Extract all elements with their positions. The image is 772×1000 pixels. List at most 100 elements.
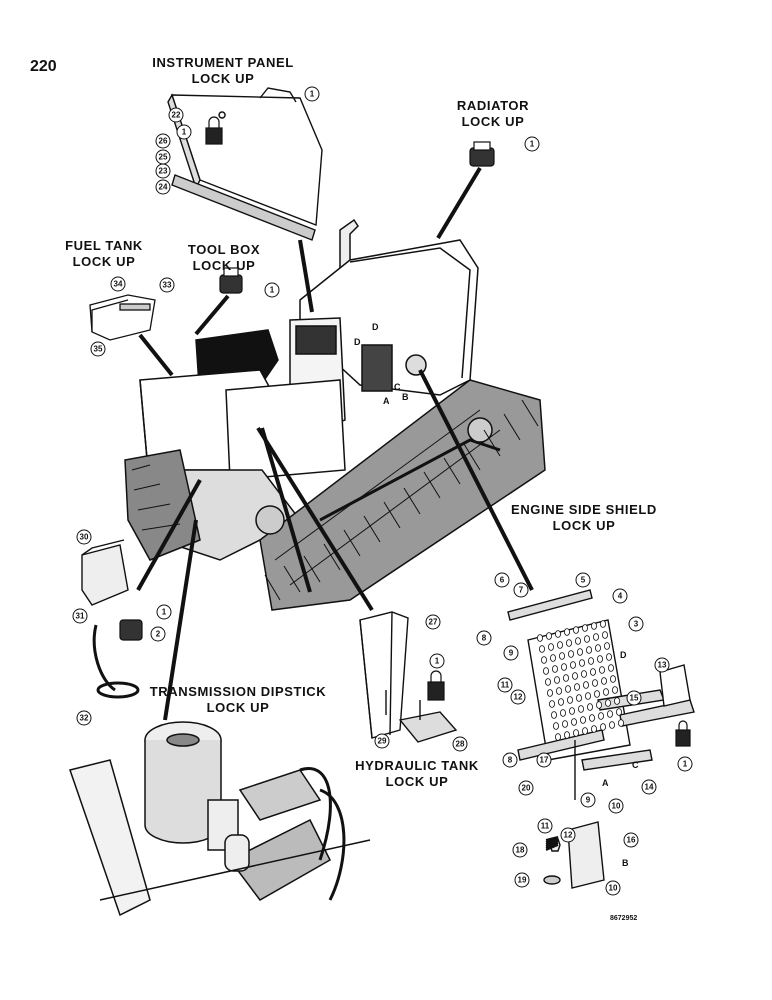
callout-circle [605, 880, 621, 896]
perforation-hole [574, 683, 581, 691]
callout-number: 10 [609, 884, 618, 893]
perforation-hole [600, 723, 607, 731]
perforation-hole [559, 652, 566, 660]
perforation-hole [555, 733, 562, 741]
callout-number: 4 [618, 592, 623, 601]
callout-circle [494, 572, 510, 588]
callout-number: 34 [114, 280, 123, 289]
perforation-hole [575, 637, 582, 645]
perforation-hole [595, 644, 602, 652]
leader-lines [136, 239, 534, 721]
perforation-hole [587, 703, 594, 711]
callout-number: 7 [519, 586, 524, 595]
callout-number: 5 [581, 576, 586, 585]
callout-number: 2 [156, 630, 161, 639]
callout-number: 9 [509, 649, 514, 658]
page-number: 220 [30, 58, 57, 75]
callout-number: 1 [162, 608, 167, 617]
callout-number: 1 [310, 90, 315, 99]
perforation-hole [583, 681, 590, 689]
hydraulic-padlock [427, 670, 445, 701]
callout-circle [155, 179, 171, 195]
callout-6: 6 [494, 572, 510, 588]
callout-circle [176, 124, 192, 140]
callout-number: 1 [683, 760, 688, 769]
padlock-icon [205, 116, 223, 145]
perforation-hole [555, 630, 562, 638]
callout-number: 14 [645, 783, 654, 792]
callout-circle [156, 604, 172, 620]
callout-number: 15 [630, 694, 639, 703]
radiator-label: RADIATOR LOCK UP [448, 98, 538, 130]
callout-number: 28 [456, 740, 465, 749]
callout-number: 12 [514, 693, 523, 702]
tool-box-label: TOOL BOX LOCK UP [182, 242, 266, 274]
callout-28: 28 [452, 736, 468, 752]
instrument-panel-label-line1: INSTRUMENT PANEL [152, 55, 294, 70]
perforation-hole [582, 624, 589, 632]
perforation-hole [585, 692, 592, 700]
perforation-hole [541, 656, 548, 664]
callout-24: 24 [155, 179, 171, 195]
transmission-dipstick-label-line2: LOCK UP [206, 700, 270, 715]
callout-number: 22 [172, 111, 181, 120]
perforation-hole [605, 699, 612, 707]
perforation-hole [601, 677, 608, 685]
perforation-hole [598, 712, 605, 720]
callout-30: 30 [76, 529, 92, 545]
tool-box-label-line2: LOCK UP [192, 258, 256, 273]
callout-number: 18 [516, 846, 525, 855]
callout-circle [90, 341, 106, 357]
hydraulic-tank-bracket [359, 611, 458, 743]
letter-b: B [402, 392, 409, 402]
perforation-hole [561, 663, 568, 671]
fuel-tank-label: FUEL TANK LOCK UP [58, 238, 150, 270]
perforation-hole [573, 626, 580, 634]
letter-d-hood: D [372, 322, 379, 332]
callout-circle [580, 792, 596, 808]
callout-circle [168, 107, 184, 123]
callout-10: 10 [608, 798, 624, 814]
perforation-hole [557, 641, 564, 649]
perforation-hole [600, 620, 607, 628]
callout-number: 12 [564, 831, 573, 840]
callout-circle [502, 752, 518, 768]
perforation-hole [602, 631, 609, 639]
letter-d-shield: D [620, 650, 627, 660]
perforation-hole [563, 674, 570, 682]
callout-1: 1 [176, 124, 192, 140]
perforation-hole [618, 719, 625, 727]
callout-circle [425, 614, 441, 630]
callout-circle [452, 736, 468, 752]
callout-number: 16 [627, 836, 636, 845]
perforation-hole [608, 664, 615, 672]
tool-box-padlock [219, 267, 243, 294]
callout-number: 11 [541, 822, 550, 831]
callout-32: 32 [76, 710, 92, 726]
callout-circle [537, 818, 553, 834]
perforation-hole [543, 667, 550, 675]
callout-18: 18 [512, 842, 528, 858]
hydraulic-tank-label-line1: HYDRAULIC TANK [355, 758, 479, 773]
callout-number: 17 [540, 756, 549, 765]
transmission-dipstick-label-line1: TRANSMISSION DIPSTICK [149, 684, 327, 699]
callout-circle [626, 690, 642, 706]
callout-circle [72, 608, 88, 624]
callout-number: 26 [159, 137, 168, 146]
callout-circle [623, 832, 639, 848]
callout-1: 1 [156, 604, 172, 620]
instrument-panel-cover [167, 87, 323, 241]
perforation-hole [576, 694, 583, 702]
perforation-hole [580, 716, 587, 724]
callout-1: 1 [264, 282, 280, 298]
perforation-hole [570, 661, 577, 669]
perforation-hole [552, 665, 559, 673]
perforation-hole [548, 643, 555, 651]
perforation-hole [610, 675, 617, 683]
perforation-hole [590, 668, 597, 676]
perforation-hole [554, 676, 561, 684]
callout-circle [612, 588, 628, 604]
callout-circle [608, 798, 624, 814]
callout-circle [524, 136, 540, 152]
perforation-hole [571, 718, 578, 726]
